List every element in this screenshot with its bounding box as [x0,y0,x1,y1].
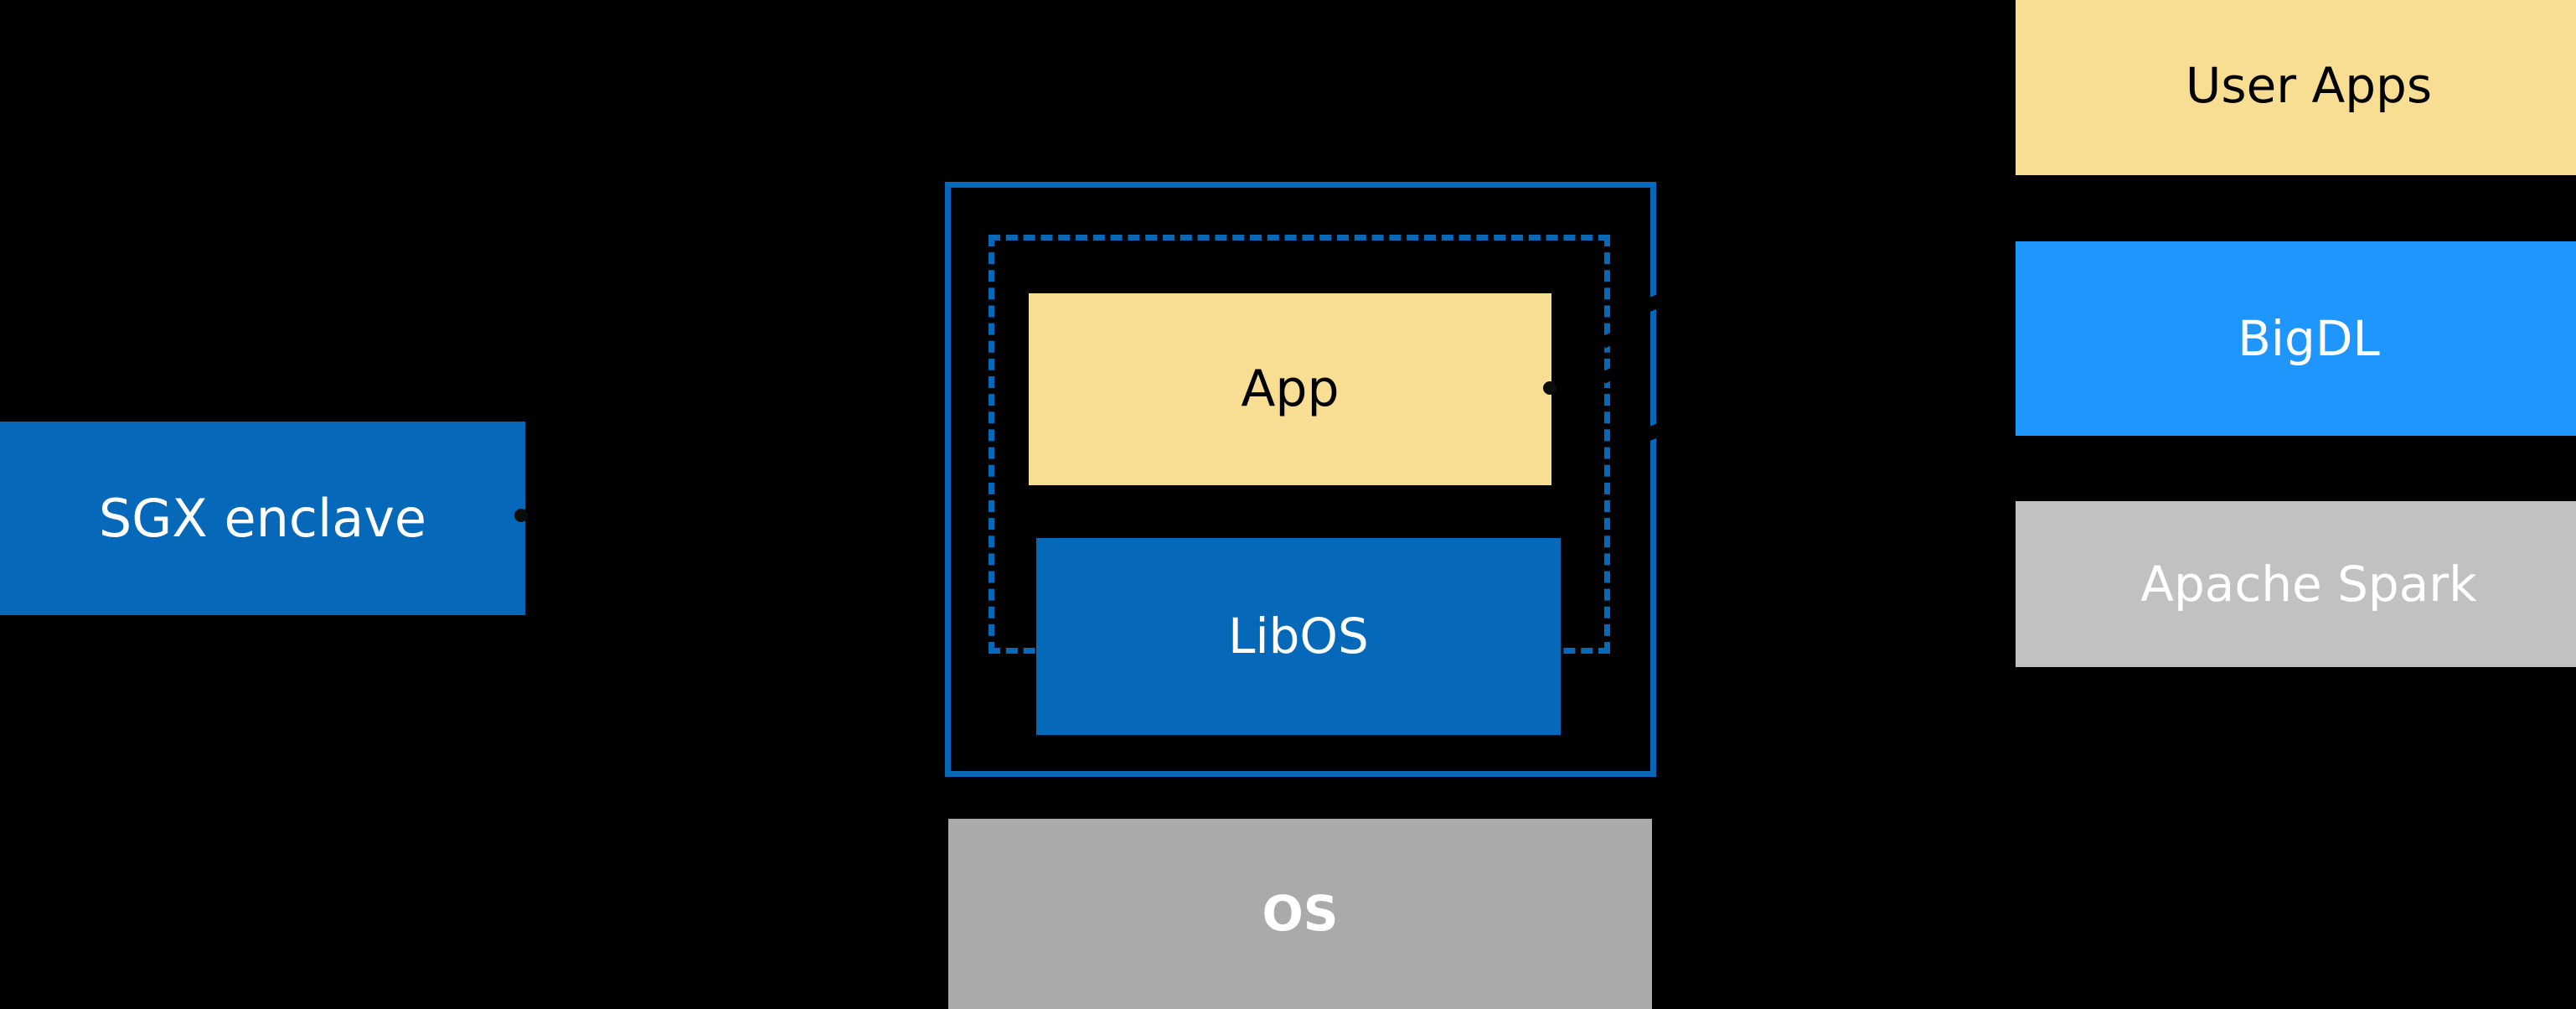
sgx-enclave-label: SGX enclave [98,487,427,549]
os-label: OS [1262,885,1339,943]
app-connector-arrow-icon [1543,381,1556,395]
apache-spark-box: Apache Spark [2016,501,2576,667]
os-box: OS [948,819,1652,1009]
enclave-boundary-frame [945,182,1656,777]
apache-spark-label: Apache Spark [2140,555,2477,613]
sgx-enclave-box: SGX enclave [0,422,525,615]
user-apps-box: User Apps [2016,0,2576,175]
app-box: App [1029,293,1551,485]
user-apps-label: User Apps [2185,57,2433,115]
libos-label: LibOS [1228,608,1369,665]
libos-box: LibOS [1036,538,1561,735]
sgx-connector-arrow-icon [514,509,528,522]
bigdl-label: BigDL [2238,309,2380,367]
app-label: App [1241,360,1340,418]
bigdl-box: BigDL [2016,241,2576,436]
